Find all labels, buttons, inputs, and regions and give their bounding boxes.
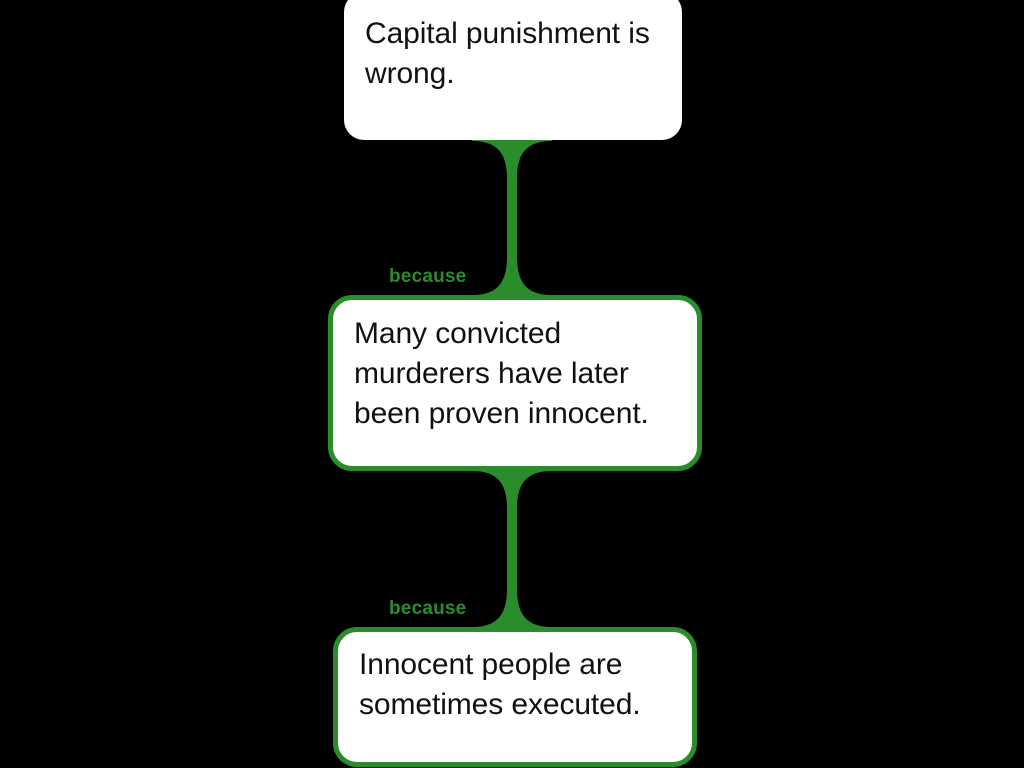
- claim-node-reason-1[interactable]: Many convicted murderers have later been…: [328, 295, 702, 471]
- edge-label-because-1: because: [389, 266, 467, 287]
- claim-node-reason-2[interactable]: Innocent people are sometimes executed.: [333, 627, 697, 767]
- connector-shape: [472, 132, 552, 304]
- connector-reason-1-to-root[interactable]: [472, 132, 552, 304]
- claim-node-contention[interactable]: Capital punishment is wrong.: [344, 0, 682, 140]
- connector-reason-2-to-reason-1[interactable]: [472, 462, 552, 636]
- connector-shape: [472, 462, 552, 636]
- edge-label-because-2: because: [389, 598, 467, 619]
